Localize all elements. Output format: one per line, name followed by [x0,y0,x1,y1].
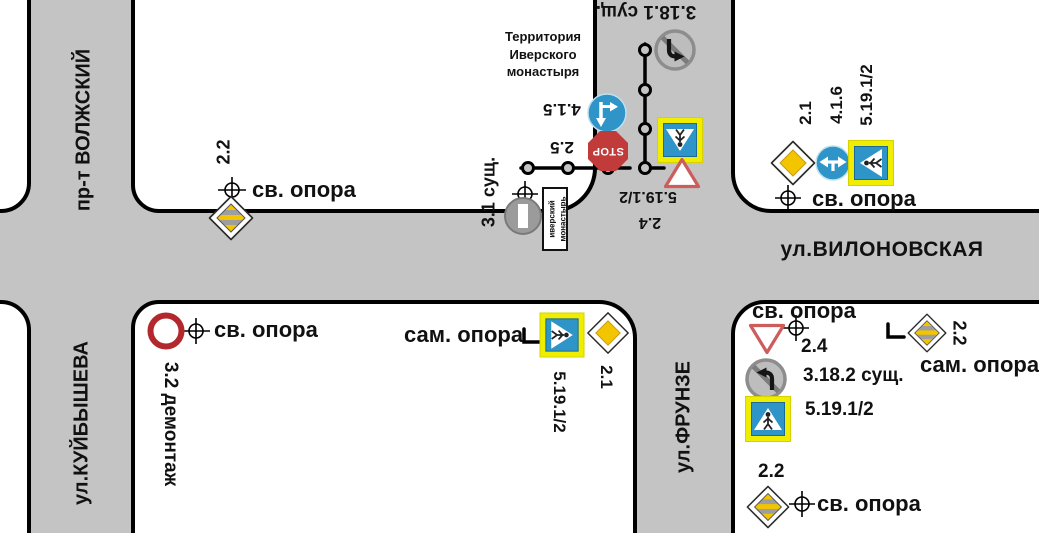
priority-road-sign-icon [586,311,631,356]
monastery-box-word: иверский [547,200,557,238]
sign-code-label-2-4-north: 2.4 [638,214,662,231]
pedestrian-crossing-sign-icon [848,140,894,186]
pole-label-sw: св. опора [214,317,318,342]
monastery-name-box: иверский монастырь [542,187,568,251]
monastery-box-word: монастырь [558,196,568,242]
pole-label-west: св. опора [252,177,356,202]
give-way-sign-icon [748,323,786,356]
block-southwest [0,300,31,533]
direction-sign-4-1-5-icon [587,93,627,133]
end-priority-road-sign-icon [906,312,948,354]
block-north-middle [131,0,597,213]
sign-code-label-2-2-west: 2.2 [213,139,234,165]
stop-sign-icon: STOP [588,131,628,171]
sign-code-label-2-2-east: 2.2 [949,320,970,346]
pole-label-ne: св. опора [812,186,916,211]
direction-sign-4-1-6-icon [815,145,851,181]
sign-code-label-3-18-1: 3.18.1 сущ. [595,1,697,22]
give-way-sign-icon [663,157,701,190]
pole-label-se-top: св. опора [752,298,856,323]
street-label-kuybysheva: ул.КУЙБЫШЕВА [70,341,93,505]
no-entry-brick [518,204,528,228]
stop-sign-word: STOP [592,145,624,158]
sign-code-label-5-19-north: 5.19.1/2 [619,188,677,205]
no-traffic-sign-icon [147,312,185,350]
street-label-frunze: ул.ФРУНЗЕ [672,360,695,474]
sign-code-label-5-19-south: 5.19.1/2 [550,371,569,433]
pole-label-south: сам. опора [404,322,524,347]
sign-code-label-2-2-bottom: 2.2 [758,461,785,482]
sign-code-label-5-19-ne: 5.19.1/2 [857,64,876,126]
sign-code-label-2-5: 2.5 [550,138,574,157]
street-label-vilonovskaya: ул.ВИЛОНОВСКАЯ [780,238,984,261]
sign-code-label-4-1-6: 4.1.6 [827,86,846,124]
end-priority-road-sign-icon [207,194,255,242]
pole-label-east: сам. опора [920,352,1039,377]
no-entry-sign-existing-icon [504,197,542,235]
sign-code-label-3-2-dismantle: 3.2 демонтаж [160,361,181,487]
end-priority-road-sign-icon [745,484,791,530]
no-turn-sign-existing-icon [654,29,696,71]
sign-code-label-2-1-ne: 2.1 [796,101,815,125]
sign-code-label-3-18-2: 3.18.2 сущ. [803,365,904,386]
block-northwest [0,0,31,213]
sign-code-label-5-19-se: 5.19.1/2 [805,399,874,420]
sign-code-label-3-1: 3.1 сущ. [478,156,499,228]
no-turn-sign-existing-icon [745,358,787,400]
sign-code-label-4-1-5: 4.1.5 [543,100,581,119]
priority-road-sign-icon [769,139,817,187]
sign-code-label-2-1-south: 2.1 [597,365,616,389]
pedestrian-crossing-sign-icon [745,396,791,442]
area-label-monastery-territory: Территория Иверского монастыря [504,29,582,80]
pedestrian-crossing-sign-icon [539,312,585,358]
street-label-volzhsky: пр-т ВОЛЖСКИЙ [72,48,95,212]
sign-code-label-2-4-se: 2.4 [801,336,828,357]
pole-label-bottom: св. опора [817,491,921,516]
